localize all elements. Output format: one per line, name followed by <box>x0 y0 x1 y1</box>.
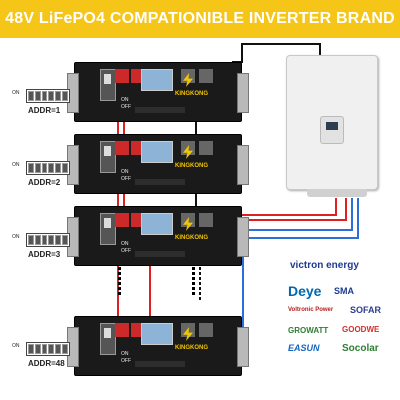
dip-switch-48[interactable] <box>26 342 70 356</box>
dip-switch-3[interactable] <box>26 233 70 247</box>
comm-ports <box>135 107 185 113</box>
on-label: ON <box>121 97 129 103</box>
brand-victron: victron energy <box>290 260 359 271</box>
on-label: ON <box>121 351 129 357</box>
address-label-1: ADDR=1 <box>28 106 61 115</box>
lcd-screen <box>141 323 173 345</box>
on-label: ON <box>121 169 129 175</box>
address-label-48: ADDR=48 <box>28 359 65 368</box>
brand-sofar: SOFAR <box>350 305 382 315</box>
bolt-icon <box>183 327 193 341</box>
inverter-display <box>320 116 344 144</box>
inverter-unit <box>286 55 378 197</box>
dip-switch-2[interactable] <box>26 161 70 175</box>
module-brand: KINGKONG <box>175 235 208 241</box>
brand-voltronic: Voltronic Power <box>288 307 334 313</box>
breaker-switch[interactable] <box>100 141 116 173</box>
address-label-2: ADDR=2 <box>28 178 61 187</box>
comm-ports <box>135 361 185 367</box>
banner-title: 48V LiFePO4 COMPATIONIBLE INVERTER BRAND <box>5 10 395 27</box>
brand-goodwe: GOODWE <box>342 325 380 334</box>
bolt-icon <box>183 145 193 159</box>
dip-on-label: ON <box>12 234 20 240</box>
module-brand: KINGKONG <box>175 91 208 97</box>
brand-sma: SMA <box>334 286 354 296</box>
brand-socolar: Socolar <box>342 343 379 354</box>
off-label: OFF <box>121 176 131 182</box>
continuation-dots-left <box>118 262 121 296</box>
brand-deye: Deye <box>288 283 322 299</box>
bolt-icon <box>183 73 193 87</box>
dip-on-label: ON <box>12 162 20 168</box>
comm-ports <box>135 179 185 185</box>
breaker-switch[interactable] <box>100 323 116 355</box>
address-label-3: ADDR=3 <box>28 250 61 259</box>
off-label: OFF <box>121 248 131 254</box>
positive-to-inverter-wire <box>242 198 337 216</box>
dip-on-label: ON <box>12 90 20 96</box>
bolt-icon <box>183 217 193 231</box>
module-brand: KINGKONG <box>175 163 208 169</box>
brand-easun: EASUN <box>288 343 320 353</box>
breaker-switch[interactable] <box>100 213 116 245</box>
comm-ports <box>135 251 185 257</box>
brand-growatt: GROWATT <box>288 326 329 335</box>
lcd-screen <box>141 69 173 91</box>
continuation-dots-right <box>192 262 195 296</box>
lcd-screen <box>141 141 173 163</box>
dip-switch-1[interactable] <box>26 89 70 103</box>
off-label: OFF <box>121 104 131 110</box>
on-label: ON <box>121 241 129 247</box>
off-label: OFF <box>121 358 131 364</box>
module-brand: KINGKONG <box>175 345 208 351</box>
breaker-switch[interactable] <box>100 69 116 101</box>
lcd-screen <box>141 213 173 235</box>
dip-on-label: ON <box>12 343 20 349</box>
title-banner: 48V LiFePO4 COMPATIONIBLE INVERTER BRAND <box>0 0 400 38</box>
negative-wire-a <box>243 198 353 231</box>
